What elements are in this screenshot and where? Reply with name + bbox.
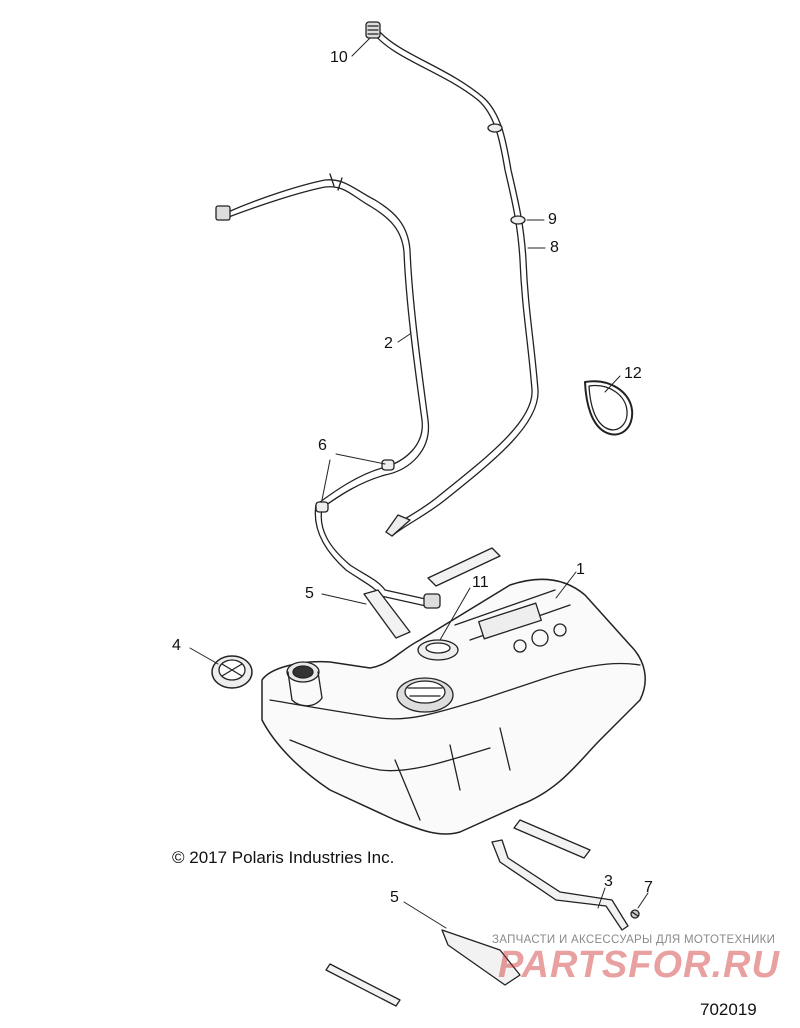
pad-top [427, 547, 501, 587]
pad-bottom-right [513, 819, 591, 859]
fuel-cap-4 [211, 655, 253, 689]
callout-2: 2 [384, 335, 393, 352]
tank-strap-3 [491, 839, 629, 931]
callout-4: 4 [172, 637, 181, 654]
callout-7: 8 [550, 239, 559, 256]
callout-6: 6 [318, 437, 327, 454]
pad-5a [363, 589, 411, 639]
bolt-8 [630, 909, 640, 919]
vent-hose-2 [215, 173, 441, 609]
callout-10: 10 [330, 49, 348, 66]
callout-11: 11 [472, 574, 489, 591]
hose-fitting-10 [365, 21, 381, 39]
vent-hose-7 [371, 29, 539, 537]
callout-8: 7 [644, 879, 653, 896]
hose-clip-6b [315, 501, 329, 513]
callout-3: 3 [604, 873, 613, 890]
figure-number: 702019 [700, 1000, 757, 1019]
hose-clamp-9a [487, 123, 503, 133]
watermark-tagline: ЗАПЧАСТИ И АКСЕССУАРЫ ДЛЯ МОТОТЕХНИКИ [492, 934, 776, 946]
callout-1: 1 [576, 561, 585, 578]
pad-5b [441, 929, 521, 986]
callout-5-upper: 5 [305, 585, 314, 602]
hose-clip-6a [381, 459, 395, 471]
copyright-text: © 2017 Polaris Industries Inc. [172, 848, 395, 867]
watermark-logo: PARTSFOR.RU [498, 944, 780, 986]
leader-lines [189, 37, 649, 929]
callout-12: 12 [624, 365, 642, 382]
callout-5-lower: 5 [390, 889, 399, 906]
lock-ring-11 [417, 639, 459, 661]
fuel-pump-flange [396, 677, 454, 713]
pad-bottom-left [325, 963, 401, 1007]
gasket-12 [584, 380, 634, 436]
callout-9: 9 [548, 211, 557, 228]
filler-neck [286, 661, 323, 707]
fuel-tank-1 [261, 578, 646, 835]
hose-clamp-9 [510, 215, 526, 225]
